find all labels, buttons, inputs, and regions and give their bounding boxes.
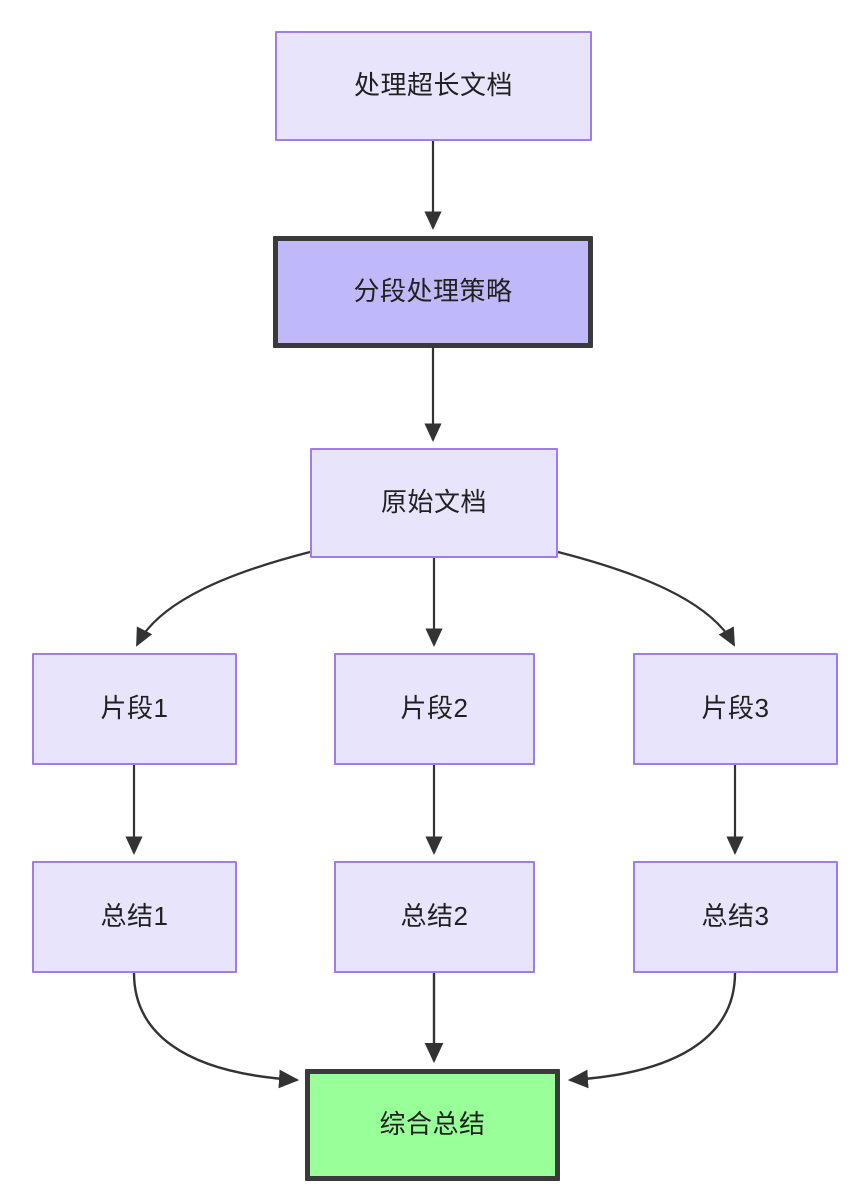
node-summary-3[interactable]: 总结3 bbox=[633, 861, 838, 973]
node-label: 片段3 bbox=[701, 693, 770, 724]
node-summary-1[interactable]: 总结1 bbox=[32, 861, 237, 973]
edge-n7-n10 bbox=[132, 972, 300, 1089]
node-original-document[interactable]: 原始文档 bbox=[310, 448, 558, 558]
edge-n3-n4 bbox=[136, 550, 311, 647]
node-summary-2[interactable]: 总结2 bbox=[334, 861, 535, 973]
node-label: 综合总结 bbox=[379, 1109, 486, 1140]
node-label: 原始文档 bbox=[380, 487, 487, 518]
node-fragment-1[interactable]: 片段1 bbox=[32, 653, 237, 765]
node-label: 片段1 bbox=[100, 693, 169, 724]
node-label: 分段处理策略 bbox=[353, 276, 513, 307]
edge-n3-n6 bbox=[557, 550, 735, 647]
node-label: 总结2 bbox=[400, 901, 469, 932]
node-label: 总结3 bbox=[701, 901, 770, 932]
node-label: 片段2 bbox=[400, 693, 469, 724]
node-segmentation-strategy[interactable]: 分段处理策略 bbox=[273, 236, 593, 348]
node-label: 处理超长文档 bbox=[353, 70, 513, 101]
node-comprehensive-summary[interactable]: 综合总结 bbox=[305, 1069, 560, 1181]
node-label: 总结1 bbox=[100, 901, 169, 932]
node-fragment-3[interactable]: 片段3 bbox=[633, 653, 838, 765]
edge-n9-n10 bbox=[567, 972, 737, 1089]
node-fragment-2[interactable]: 片段2 bbox=[334, 653, 535, 765]
node-process-long-document[interactable]: 处理超长文档 bbox=[275, 31, 592, 141]
